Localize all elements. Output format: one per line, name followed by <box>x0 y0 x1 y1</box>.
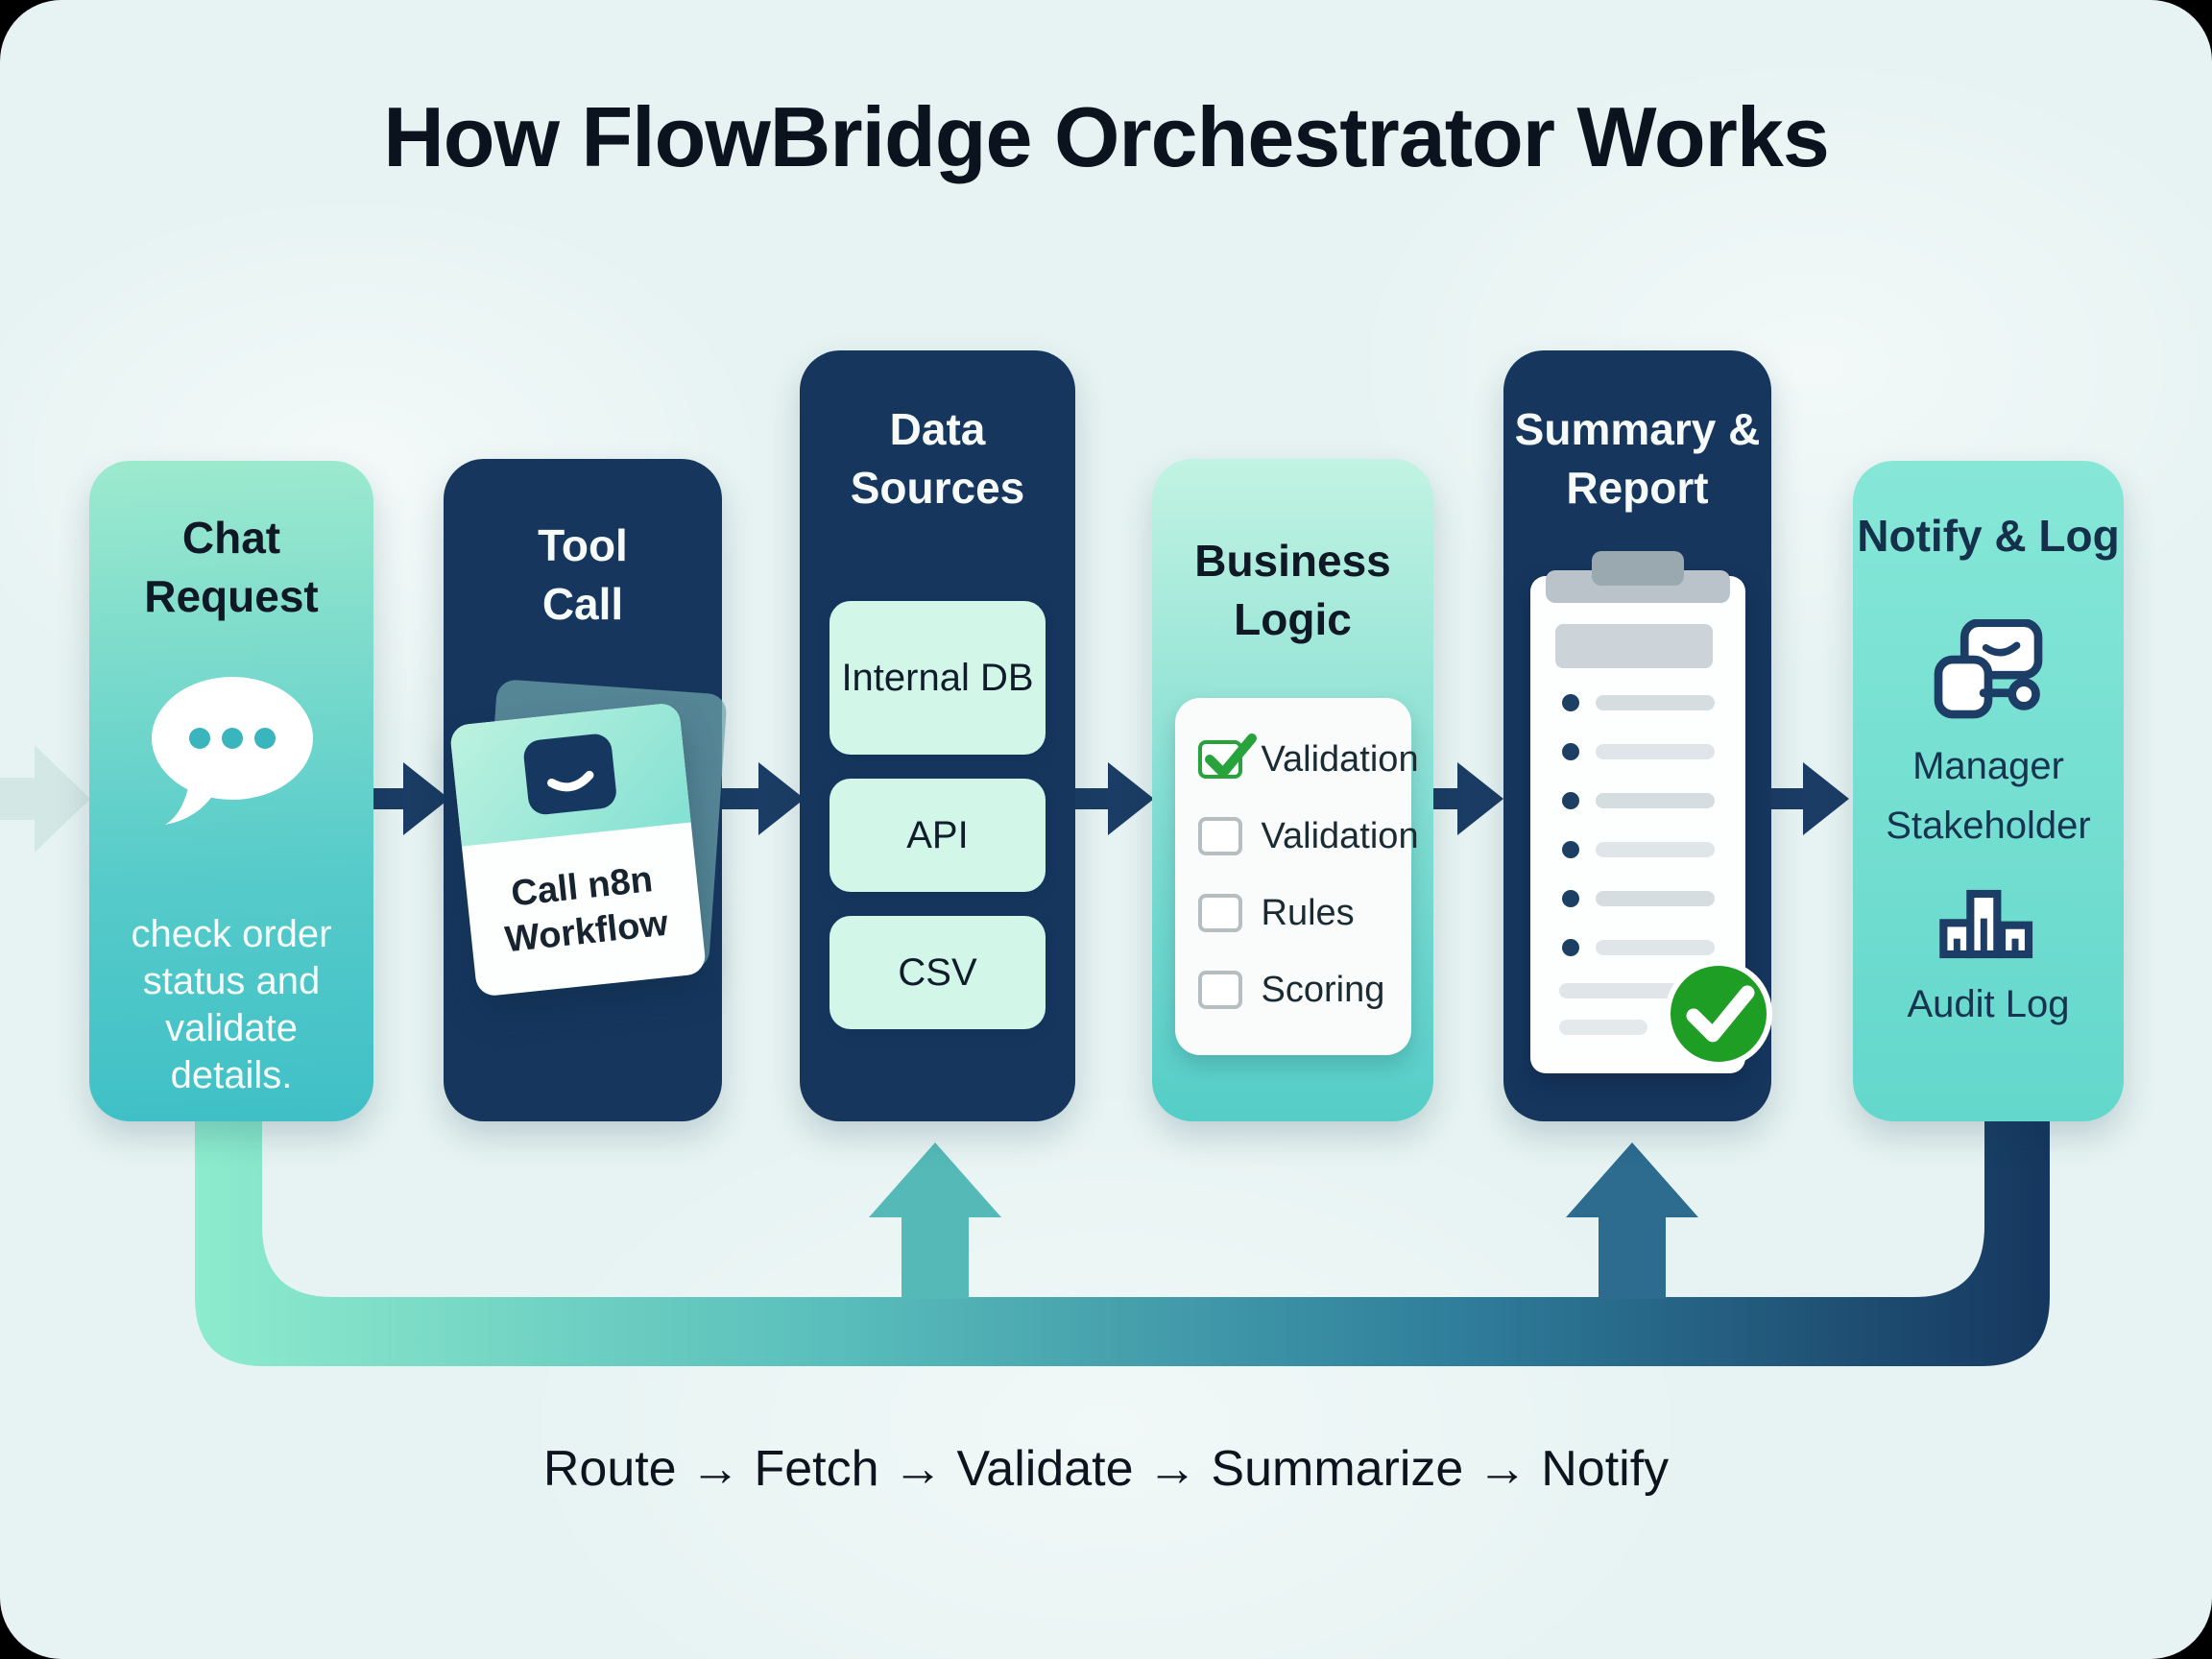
notify-recipient-manager: Manager <box>1912 744 2064 787</box>
checklist-row: Rules <box>1197 886 1388 940</box>
arrow-summary-to-notify <box>1767 762 1849 835</box>
arrow-business-to-summary <box>1421 762 1503 835</box>
chat-bubble-icon <box>152 677 313 826</box>
checklist-row: Validation <box>1197 733 1419 786</box>
card-chat-request: Chat Request check order status and vali… <box>89 461 373 1121</box>
green-check-badge <box>1664 960 1772 1069</box>
clipboard-clip-tab <box>1591 551 1684 587</box>
n8n-workflow-card: Call n8n Workflow <box>448 679 728 998</box>
checklist-label: Validation <box>1261 815 1419 856</box>
pipeline-caption: Route → Fetch → Validate → Summarize → N… <box>542 1441 1670 1497</box>
checklist-label: Validation <box>1261 738 1419 780</box>
entry-arrow-icon <box>0 745 90 853</box>
chat-request-description: check order status and validate details. <box>131 913 332 1096</box>
chat-card-icon <box>523 734 616 815</box>
checkbox-empty <box>1197 894 1242 933</box>
business-logic-checklist: Validation Validation Rules Scoring <box>1174 698 1419 1056</box>
arrow-tool-to-data <box>718 762 805 835</box>
card-front: Call n8n Workflow <box>448 702 708 998</box>
business-logic-title: Business Logic <box>1194 536 1391 644</box>
green-check-icon <box>1204 733 1257 779</box>
data-source-item-api: API <box>830 779 1046 893</box>
tool-call-title: Tool Call <box>538 520 628 629</box>
clipboard-icon <box>1529 551 1772 1074</box>
data-source-item-internal-db: Internal DB <box>830 601 1046 756</box>
card-tool-call: Tool Call Call n8n Workflow <box>444 459 728 1121</box>
card-notify-log: Notify & Log Manager Stakeholder Audit L… <box>1853 461 2124 1121</box>
loop-up-arrow-summary <box>1566 1142 1698 1299</box>
checkbox-checked <box>1197 733 1257 780</box>
data-source-item-csv: CSV <box>830 916 1046 1030</box>
notify-recipient-stakeholder: Stakeholder <box>1886 804 2091 847</box>
checklist-label: Rules <box>1261 892 1355 933</box>
checklist-label: Scoring <box>1261 969 1385 1010</box>
arrow-chat-to-tool <box>370 762 449 835</box>
card-summary-report: Summary & Report <box>1503 350 1772 1121</box>
notify-log-title: Notify & Log <box>1857 511 2120 561</box>
clipboard-content <box>1554 624 1772 1069</box>
data-sources-title: Data Sources <box>850 404 1025 513</box>
checkbox-empty <box>1197 817 1242 856</box>
manager-person-icon <box>1934 618 2043 719</box>
audit-log-label: Audit Log <box>1907 982 2070 1025</box>
page-title: How FlowBridge Orchestrator Works <box>383 89 1830 184</box>
tool-call-card-label: Call n8n Workflow <box>503 859 670 961</box>
feedback-loop-path <box>195 1114 2050 1366</box>
card-front-header <box>448 702 691 848</box>
loop-up-arrow-data-sources <box>869 1142 1001 1299</box>
chat-request-title: Chat Request <box>144 513 319 621</box>
card-data-sources: Data Sources Internal DB API CSV <box>800 350 1075 1121</box>
checklist-row: Validation <box>1197 809 1419 863</box>
summary-report-title: Summary & Report <box>1514 404 1761 513</box>
bar-chart-icon <box>1939 889 2033 958</box>
checkbox-empty <box>1197 971 1242 1010</box>
checklist-row: Scoring <box>1197 963 1388 1017</box>
arrow-data-to-business <box>1073 762 1154 835</box>
card-business-logic: Business Logic Validation Validation Rul… <box>1152 459 1433 1121</box>
